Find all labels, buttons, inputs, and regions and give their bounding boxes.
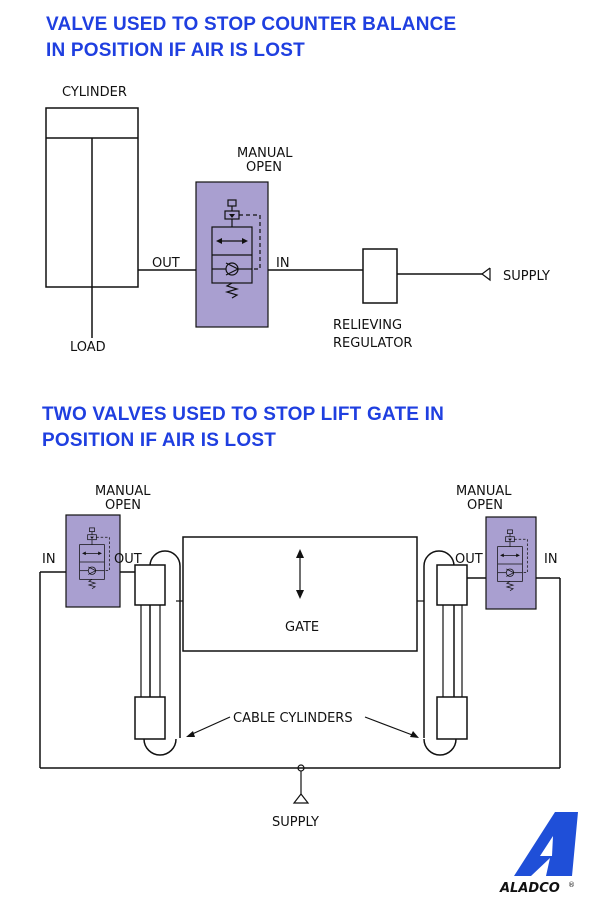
cable-cylinders-label: CABLE CYLINDERS: [233, 711, 353, 726]
out-label: OUT: [152, 256, 180, 271]
left-valve-body: [65, 514, 121, 608]
cylinder-label: CYLINDER: [62, 85, 127, 100]
logo-text: ALADCO: [499, 881, 560, 896]
aladco-a-icon: [514, 812, 578, 876]
right-manual-label-1: MANUAL: [456, 484, 512, 499]
bottom-heading-line-2: POSITION IF AIR IS LOST: [42, 430, 277, 451]
supply-arrow-icon: [481, 267, 491, 282]
supply-label-bottom: SUPPLY: [272, 815, 319, 830]
left-manual-label-1: MANUAL: [95, 484, 151, 499]
right-manual-label-2: OPEN: [467, 498, 503, 513]
left-out-label: OUT: [114, 552, 142, 567]
right-in-label: IN: [544, 552, 558, 567]
aladco-logo: ALADCO ®: [499, 812, 578, 896]
bottom-heading-line-1: TWO VALVES USED TO STOP LIFT GATE IN: [42, 404, 445, 425]
right-valve-body: [485, 516, 537, 610]
top-heading: VALVE USED TO STOP COUNTER BALANCE IN PO…: [46, 12, 456, 64]
manual-label-2: OPEN: [246, 160, 282, 175]
left-manual-label-2: OPEN: [105, 498, 141, 513]
manual-label-1: MANUAL: [237, 146, 293, 161]
left-cable-cylinder: [134, 550, 181, 756]
bottom-heading: TWO VALVES USED TO STOP LIFT GATE IN POS…: [42, 402, 444, 454]
logo-registered-mark: ®: [568, 881, 575, 889]
regulator-label-2: REGULATOR: [333, 336, 412, 351]
regulator-label-1: RELIEVING: [333, 318, 402, 333]
gate-label: GATE: [285, 620, 319, 635]
bottom-diagram: SUPPLY MANUAL OPEN IN OUT MANUAL OPEN OU…: [39, 484, 561, 830]
top-heading-line-1: VALVE USED TO STOP COUNTER BALANCE: [46, 14, 457, 35]
right-cable-cylinder: [423, 550, 468, 756]
top-diagram: CYLINDER LOAD MANUAL OPEN OUT IN RELIEVI…: [45, 85, 550, 355]
load-label: LOAD: [70, 340, 106, 355]
left-in-label: IN: [42, 552, 56, 567]
supply-arrow-icon-bottom: [292, 793, 310, 804]
regulator-box: [362, 248, 398, 304]
right-out-label: OUT: [455, 552, 483, 567]
top-heading-line-2: IN POSITION IF AIR IS LOST: [46, 40, 305, 61]
supply-label: SUPPLY: [503, 269, 550, 284]
in-label: IN: [276, 256, 290, 271]
